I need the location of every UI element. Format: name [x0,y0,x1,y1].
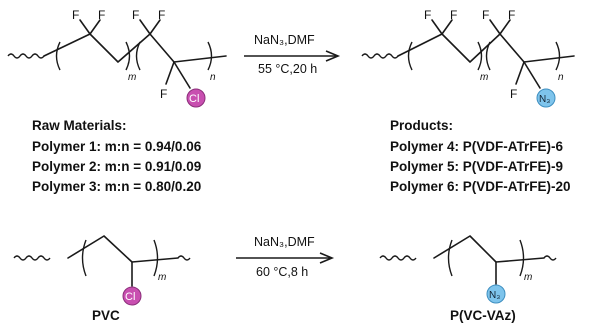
fluorine-atom: F [510,87,517,101]
fluorine-atom: F [482,8,489,22]
left-parenthesis-m [81,239,87,277]
bond-c1-f2 [441,19,453,35]
azide-group: N₃ [539,94,550,105]
left-parenthesis-m [407,41,413,71]
conditions-label: 60 °C,8 h [256,265,308,279]
product-line: Polymer 5: P(VDF-ATrFE)-9 [390,159,563,174]
raw-materials-title: Raw Materials: [32,118,127,133]
conditions-label: 55 °C,20 h [258,62,317,76]
right-parenthesis-m [519,239,525,277]
fluorine-atom: F [160,87,167,101]
chlorine-atom: Cl [189,93,199,105]
bond-c3-f [165,61,175,85]
bond-c2-f1 [489,19,501,35]
products-block: Products: Polymer 4: P(VDF-ATrFE)-6 Poly… [390,118,571,194]
reagents-label: NaN₃,DMF [254,235,315,249]
left-parenthesis-n [485,41,491,71]
pvc-vaz-label: P(VC-VAz) [450,308,516,323]
right-parenthesis-m [477,41,483,71]
bond-c1-f1 [79,19,91,35]
raw-material-line: Polymer 2: m:n = 0.91/0.09 [32,159,201,174]
raw-material-line: Polymer 1: m:n = 0.94/0.06 [32,139,202,154]
product-pvdf-atrfe: F F F F F N₃ m n [361,8,575,108]
bond-c1-f2 [89,19,101,35]
reactant-pvdf-ctfe: F F F F F Cl m n [7,8,227,108]
chain-end-wave-left [7,53,45,59]
subscript-n: n [558,72,564,83]
bond-c2-f2 [149,19,161,35]
arrow-head [325,50,341,62]
chain-end-wave-left [13,255,51,261]
backbone-bonds [397,33,525,63]
reaction-arrow-1: NaN₃,DMF 55 °C,20 h [244,33,341,76]
reagents-label: NaN₃,DMF [254,33,315,47]
bond-c3-cl [173,61,191,89]
chlorine-ball [186,88,206,108]
bond-c2-f2 [499,19,511,35]
chain-end-wave-right [177,255,191,261]
fluorine-atom: F [424,8,431,22]
right-parenthesis-n [555,41,561,71]
bond-c3-f [515,61,525,85]
product-pvc-vaz: N₃ m P(VC-VAz) [379,235,557,323]
azide-ball [486,284,506,304]
left-parenthesis-m [447,239,453,277]
subscript-m: m [128,72,136,83]
backbone-bond-end [523,55,575,63]
raw-material-line: Polymer 3: m:n = 0.80/0.20 [32,179,201,194]
bond-c3-n3 [523,61,541,89]
chlorine-atom: Cl [125,291,135,303]
fluorine-atom: F [72,8,79,22]
right-parenthesis-n [207,41,213,71]
backbone-bond-end [173,55,227,63]
pvc-label: PVC [92,308,120,323]
products-title: Products: [390,118,453,133]
chain-end-wave-right [543,255,557,261]
arrow-head [319,252,335,264]
reaction-arrow-2: NaN₃,DMF 60 °C,8 h [236,235,335,279]
reactant-pvc: Cl m PVC [13,235,191,323]
bond-c2-f1 [139,19,151,35]
subscript-m: m [480,72,488,83]
subscript-n: n [210,72,216,83]
right-parenthesis-m [153,239,159,277]
fluorine-atom: F [98,8,105,22]
fluorine-atom: F [132,8,139,22]
left-parenthesis-n [135,41,141,71]
raw-materials-block: Raw Materials: Polymer 1: m:n = 0.94/0.0… [32,118,202,194]
bond-c1-f1 [431,19,443,35]
subscript-m: m [524,272,532,283]
fluorine-atom: F [450,8,457,22]
chain-end-wave-left [361,53,399,59]
product-line: Polymer 4: P(VDF-ATrFE)-6 [390,139,564,154]
product-line: Polymer 6: P(VDF-ATrFE)-20 [390,179,571,194]
chlorine-ball [122,286,142,306]
azide-ball [536,88,556,108]
left-parenthesis-m [55,41,61,71]
backbone-bonds [433,235,545,263]
fluorine-atom: F [158,8,165,22]
right-parenthesis-m [125,41,131,71]
backbone-bonds [43,33,175,63]
subscript-m: m [158,272,166,283]
fluorine-atom: F [508,8,515,22]
azide-group: N₃ [489,290,500,301]
chain-end-wave-left [379,255,417,261]
backbone-bonds [67,235,179,263]
